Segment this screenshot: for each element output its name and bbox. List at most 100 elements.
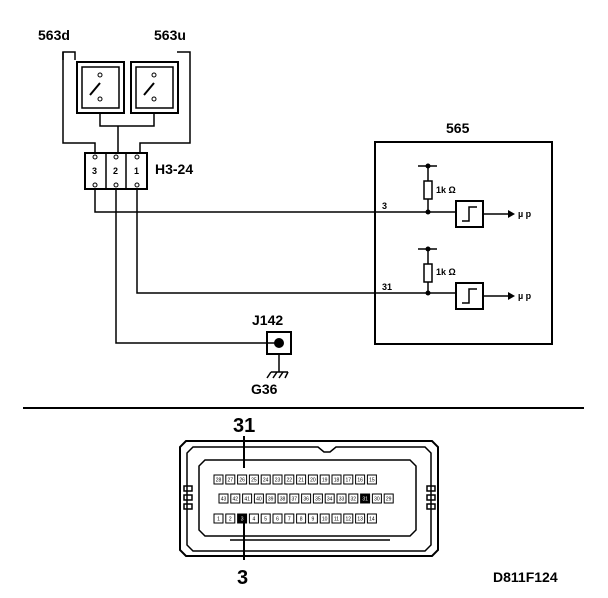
connector-pin-3: 3 (92, 166, 97, 176)
plug-callout-3: 3 (237, 567, 248, 589)
svg-text:25: 25 (251, 478, 257, 484)
svg-text:13: 13 (357, 517, 363, 523)
plug-pin-27: 27 (225, 474, 236, 485)
svg-text:38: 38 (280, 497, 286, 503)
output-label-1: µ p (518, 209, 532, 219)
plug-pin-3: 3 (237, 513, 248, 524)
svg-text:7: 7 (288, 517, 291, 523)
plug-pin-11: 11 (331, 513, 342, 524)
svg-text:18: 18 (334, 478, 340, 484)
plug-pin-26: 26 (237, 474, 248, 485)
plug-pin-13: 13 (355, 513, 366, 524)
plug-pin-19: 19 (319, 474, 330, 485)
connector-label: H3-24 (155, 161, 193, 177)
plug-pin-17: 17 (343, 474, 354, 485)
svg-text:34: 34 (327, 497, 333, 503)
plug-pin-12: 12 (343, 513, 354, 524)
plug-left-latches (183, 485, 193, 510)
svg-text:21: 21 (298, 478, 304, 484)
plug-right-latches (426, 485, 436, 510)
svg-text:41: 41 (244, 497, 250, 503)
input-channel-1 (375, 163, 515, 228)
svg-text:16: 16 (357, 478, 363, 484)
resistor-label-1: 1k Ω (436, 185, 456, 195)
svg-text:40: 40 (256, 497, 262, 503)
svg-text:27: 27 (228, 478, 234, 484)
plug-pin-5: 5 (260, 513, 271, 524)
svg-text:32: 32 (351, 497, 357, 503)
svg-text:29: 29 (386, 497, 392, 503)
svg-text:28: 28 (216, 478, 222, 484)
plug-pin-8: 8 (296, 513, 307, 524)
connector-pin-1: 1 (134, 166, 139, 176)
plug-pin-31: 31 (360, 493, 371, 504)
switch-563u (130, 61, 179, 114)
plug-pin-34: 34 (324, 493, 335, 504)
svg-text:5: 5 (264, 517, 267, 523)
svg-text:33: 33 (339, 497, 345, 503)
plug-pin-28: 28 (213, 474, 224, 485)
svg-text:12: 12 (346, 517, 352, 523)
module-pin-3: 3 (382, 201, 387, 211)
svg-text:26: 26 (239, 478, 245, 484)
svg-text:15: 15 (369, 478, 375, 484)
switch-wires (62, 51, 191, 153)
plug-pin-24: 24 (260, 474, 271, 485)
svg-text:2: 2 (229, 517, 232, 523)
svg-text:43: 43 (221, 497, 227, 503)
svg-text:9: 9 (312, 517, 315, 523)
plug-pin-41: 41 (242, 493, 253, 504)
svg-text:36: 36 (303, 497, 309, 503)
plug-pin-40: 40 (253, 493, 264, 504)
svg-text:31: 31 (362, 497, 368, 503)
plug-pin-4: 4 (248, 513, 259, 524)
svg-text:22: 22 (287, 478, 293, 484)
plug-pin-9: 9 (307, 513, 318, 524)
svg-text:39: 39 (268, 497, 274, 503)
svg-text:30: 30 (374, 497, 380, 503)
plug-pin-32: 32 (348, 493, 359, 504)
svg-text:20: 20 (310, 478, 316, 484)
plug-pin-29: 29 (383, 493, 394, 504)
svg-text:17: 17 (346, 478, 352, 484)
plug-pin-42: 42 (230, 493, 241, 504)
svg-text:10: 10 (322, 517, 328, 523)
resistor-label-2: 1k Ω (436, 267, 456, 277)
svg-text:8: 8 (300, 517, 303, 523)
ground-point-j142 (266, 331, 292, 379)
connector-h3-24: 3 2 1 (84, 152, 148, 190)
plug-pin-10: 10 (319, 513, 330, 524)
svg-text:6: 6 (276, 517, 279, 523)
plug-pin-35: 35 (312, 493, 323, 504)
plug-pin-20: 20 (307, 474, 318, 485)
drawing-code: D811F124 (493, 569, 558, 585)
svg-text:14: 14 (369, 517, 375, 523)
module-label: 565 (446, 120, 470, 136)
switch-563d-label: 563d (38, 27, 70, 43)
output-label-2: µ p (518, 291, 532, 301)
plug-pin-38: 38 (277, 493, 288, 504)
svg-text:24: 24 (263, 478, 269, 484)
switch-563u-label: 563u (154, 27, 186, 43)
switch-563d (76, 61, 125, 114)
plug-pin-7: 7 (284, 513, 295, 524)
plug-pin-2: 2 (225, 513, 236, 524)
svg-text:3: 3 (241, 517, 244, 523)
plug-pin-23: 23 (272, 474, 283, 485)
plug-pin-43: 43 (218, 493, 229, 504)
plug-pin-25: 25 (248, 474, 259, 485)
plug-pin-37: 37 (289, 493, 300, 504)
svg-text:37: 37 (292, 497, 298, 503)
plug-pin-1: 1 (213, 513, 224, 524)
plug-callout-31: 31 (233, 415, 255, 437)
ground-point-label: J142 (252, 312, 283, 328)
connector-wires (94, 189, 375, 344)
svg-text:42: 42 (233, 497, 239, 503)
plug-pin-16: 16 (355, 474, 366, 485)
plug-pin-14: 14 (366, 513, 377, 524)
svg-text:23: 23 (275, 478, 281, 484)
